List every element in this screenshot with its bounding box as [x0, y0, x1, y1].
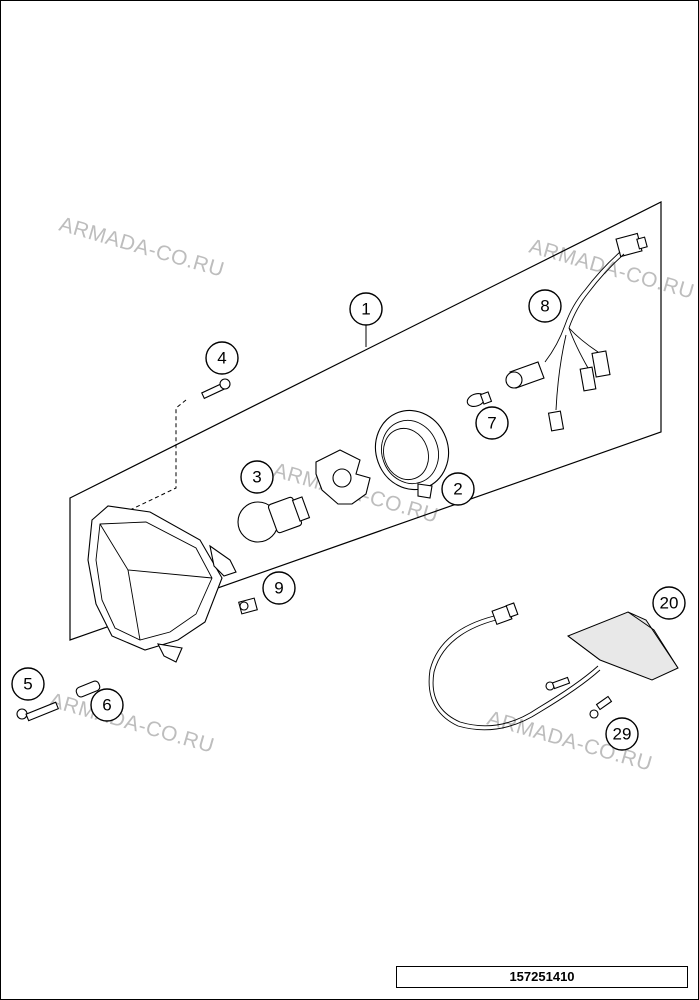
screw-29 — [589, 695, 613, 719]
headlight-housing — [87, 505, 237, 663]
callout-8[interactable]: 8 — [528, 289, 562, 323]
svg-text:1: 1 — [361, 300, 370, 319]
license-lamp-20 — [428, 602, 679, 731]
watermark: ARMADA-CO.RU — [57, 213, 227, 282]
callout-29[interactable]: 29 — [605, 717, 639, 751]
socket-9 — [238, 597, 258, 615]
bulb-3 — [237, 496, 311, 543]
bolt-4 — [201, 378, 231, 400]
callout-4[interactable]: 4 — [205, 341, 239, 375]
svg-text:2: 2 — [453, 480, 462, 499]
wiring-harness-8 — [505, 232, 648, 432]
reference-number: 157251410 — [509, 969, 575, 984]
callout-9[interactable]: 9 — [262, 571, 296, 605]
svg-text:9: 9 — [274, 579, 283, 598]
svg-text:6: 6 — [102, 696, 111, 715]
small-bulb-7 — [466, 391, 493, 407]
svg-text:5: 5 — [23, 675, 32, 694]
screw-5 — [16, 701, 60, 722]
svg-text:4: 4 — [217, 349, 226, 368]
svg-text:8: 8 — [540, 297, 549, 316]
callout-1[interactable]: 1 — [349, 292, 383, 326]
callout-20[interactable]: 20 — [652, 586, 686, 620]
callout-6[interactable]: 6 — [90, 688, 124, 722]
callout-5[interactable]: 5 — [11, 667, 45, 701]
callout-2[interactable]: 2 — [441, 472, 475, 506]
lamp-screw — [545, 676, 571, 691]
svg-text:3: 3 — [252, 468, 261, 487]
svg-text:29: 29 — [613, 725, 632, 744]
assembly-panel-outline — [69, 201, 662, 641]
spacer-6 — [75, 680, 101, 698]
svg-text:7: 7 — [487, 414, 496, 433]
bolt-4-dashed-path — [129, 399, 187, 511]
callout-3[interactable]: 3 — [240, 460, 274, 494]
watermark: ARMADA-CO.RU — [47, 689, 217, 758]
svg-text:20: 20 — [660, 594, 679, 613]
bulb-holder-plate — [315, 449, 371, 505]
reference-number-box: 157251410 — [396, 966, 688, 988]
rubber-cover-2 — [374, 409, 450, 499]
callout-7[interactable]: 7 — [475, 406, 509, 440]
